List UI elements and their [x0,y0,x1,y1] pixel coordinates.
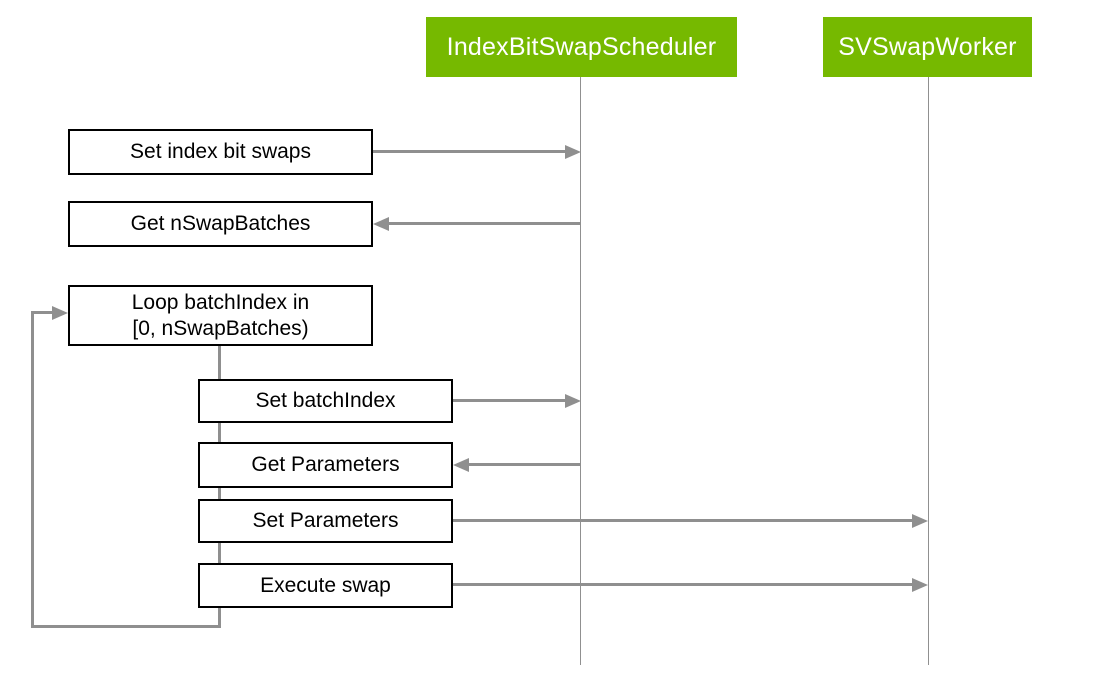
arrow-set-batchindex-head-icon [565,394,581,408]
loop-label-line1: Loop batchIndex in [131,290,310,314]
loop-label-line2: [0, nSwapBatches) [132,316,309,340]
arrow-get-nswapbatches-line [389,222,581,225]
loop-connector-arrowhead-icon [52,306,68,320]
arrow-set-index-bit-swaps-line [373,150,566,153]
actor-indexbitswapscheduler: IndexBitSwapScheduler [426,17,737,77]
loop-connector-bottom-line [31,625,221,628]
message-box-execute-swap: Execute swap [198,563,453,608]
arrow-execute-swap-line [453,583,913,586]
arrow-get-nswapbatches-head-icon [373,217,389,231]
arrow-set-parameters-line [453,519,913,522]
arrow-get-parameters-head-icon [453,458,469,472]
message-box-get-nswapbatches: Get nSwapBatches [68,201,373,247]
arrow-set-parameters-head-icon [912,514,928,528]
message-box-set-batchindex: Set batchIndex [198,379,453,423]
arrow-get-parameters-line [469,463,581,466]
arrow-set-index-bit-swaps-head-icon [565,145,581,159]
actor-svswapworker: SVSwapWorker [823,17,1032,77]
message-box-set-parameters: Set Parameters [198,499,453,543]
arrow-execute-swap-head-icon [912,578,928,592]
lifeline-svswapworker [928,77,929,665]
message-box-get-parameters: Get Parameters [198,442,453,488]
lifeline-indexbitswapscheduler [580,77,581,665]
loop-connector-entry-line [31,311,54,314]
message-box-set-index-bit-swaps: Set index bit swaps [68,129,373,175]
message-box-loop-batchindex: Loop batchIndex in [0, nSwapBatches) [68,285,373,346]
arrow-set-batchindex-line [453,399,566,402]
loop-connector-up-line [31,311,34,628]
